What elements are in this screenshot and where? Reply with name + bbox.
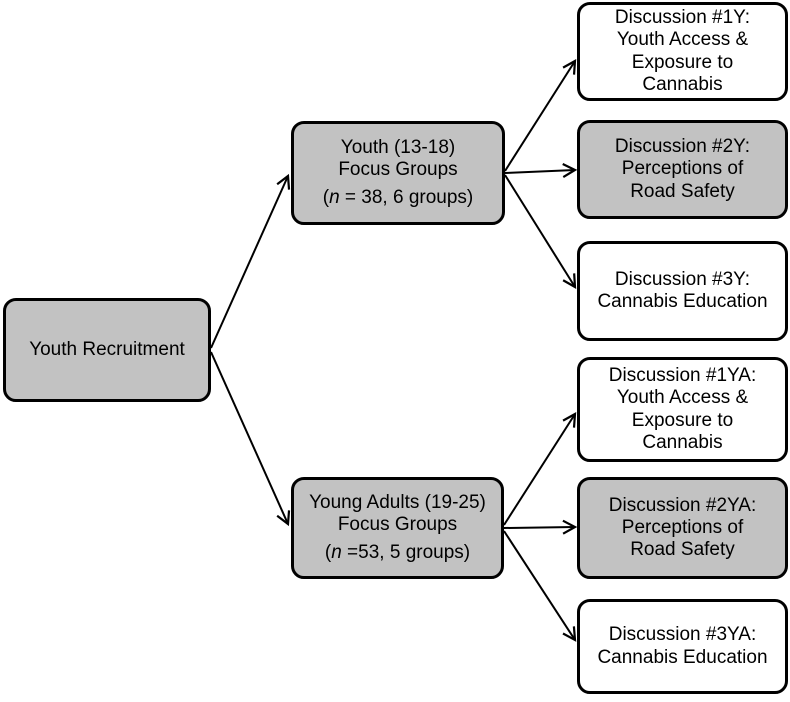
- node-discussion-2ya: Discussion #2YA: Perceptions of Road Saf…: [577, 477, 788, 579]
- youth-focus-line2: Focus Groups: [338, 158, 458, 180]
- youth-focus-sample-size: (n = 38, 6 groups): [322, 187, 474, 209]
- young-adults-focus-sample-size: (n =53, 5 groups): [324, 542, 471, 564]
- node-discussion-1y: Discussion #1Y: Youth Access & Exposure …: [577, 2, 788, 101]
- italic-n: n: [329, 187, 340, 209]
- young-adults-focus-line2: Focus Groups: [337, 513, 458, 535]
- discussion-1ya-label: Discussion #1YA: Youth Access & Exposure…: [608, 365, 757, 453]
- node-discussion-3y: Discussion #3Y: Cannabis Education: [577, 241, 788, 341]
- node-discussion-1ya: Discussion #1YA: Youth Access & Exposure…: [577, 357, 788, 462]
- arrow-young-adults-focus-groups-to-discussion-3ya: [503, 530, 577, 642]
- arrow-youth-focus-groups-to-discussion-3y: [504, 174, 577, 289]
- node-youth-recruitment: Youth Recruitment: [3, 298, 211, 402]
- italic-n: n: [331, 542, 342, 564]
- arrow-youth-focus-groups-to-discussion-2y: [504, 163, 578, 178]
- young-adults-focus-line1: Young Adults (19-25): [309, 491, 486, 513]
- discussion-2ya-label: Discussion #2YA: Perceptions of Road Saf…: [608, 494, 757, 561]
- discussion-2y-label: Discussion #2Y: Perceptions of Road Safe…: [614, 136, 751, 202]
- youth-focus-line1: Youth (13-18): [340, 136, 456, 158]
- arrow-youth-recruitment-to-young-adults-focus-groups: [210, 351, 291, 527]
- arrow-youth-recruitment-to-youth-focus-groups: [210, 173, 291, 349]
- node-youth-focus-groups: Youth (13-18) Focus Groups (n = 38, 6 gr…: [291, 121, 505, 225]
- discussion-3ya-label: Discussion #3YA: Cannabis Education: [597, 624, 768, 668]
- arrow-youth-focus-groups-to-discussion-1y: [504, 59, 577, 172]
- arrow-young-adults-focus-groups-to-discussion-2ya: [503, 519, 578, 535]
- node-discussion-2y: Discussion #2Y: Perceptions of Road Safe…: [577, 120, 788, 219]
- discussion-3y-label: Discussion #3Y: Cannabis Education: [597, 268, 768, 312]
- node-youth-recruitment-label: Youth Recruitment: [29, 338, 185, 360]
- discussion-1y-label: Discussion #1Y: Youth Access & Exposure …: [614, 7, 751, 95]
- node-discussion-3ya: Discussion #3YA: Cannabis Education: [577, 599, 788, 694]
- node-young-adults-focus-groups: Young Adults (19-25) Focus Groups (n =53…: [291, 477, 504, 579]
- arrow-young-adults-focus-groups-to-discussion-1ya: [503, 412, 577, 526]
